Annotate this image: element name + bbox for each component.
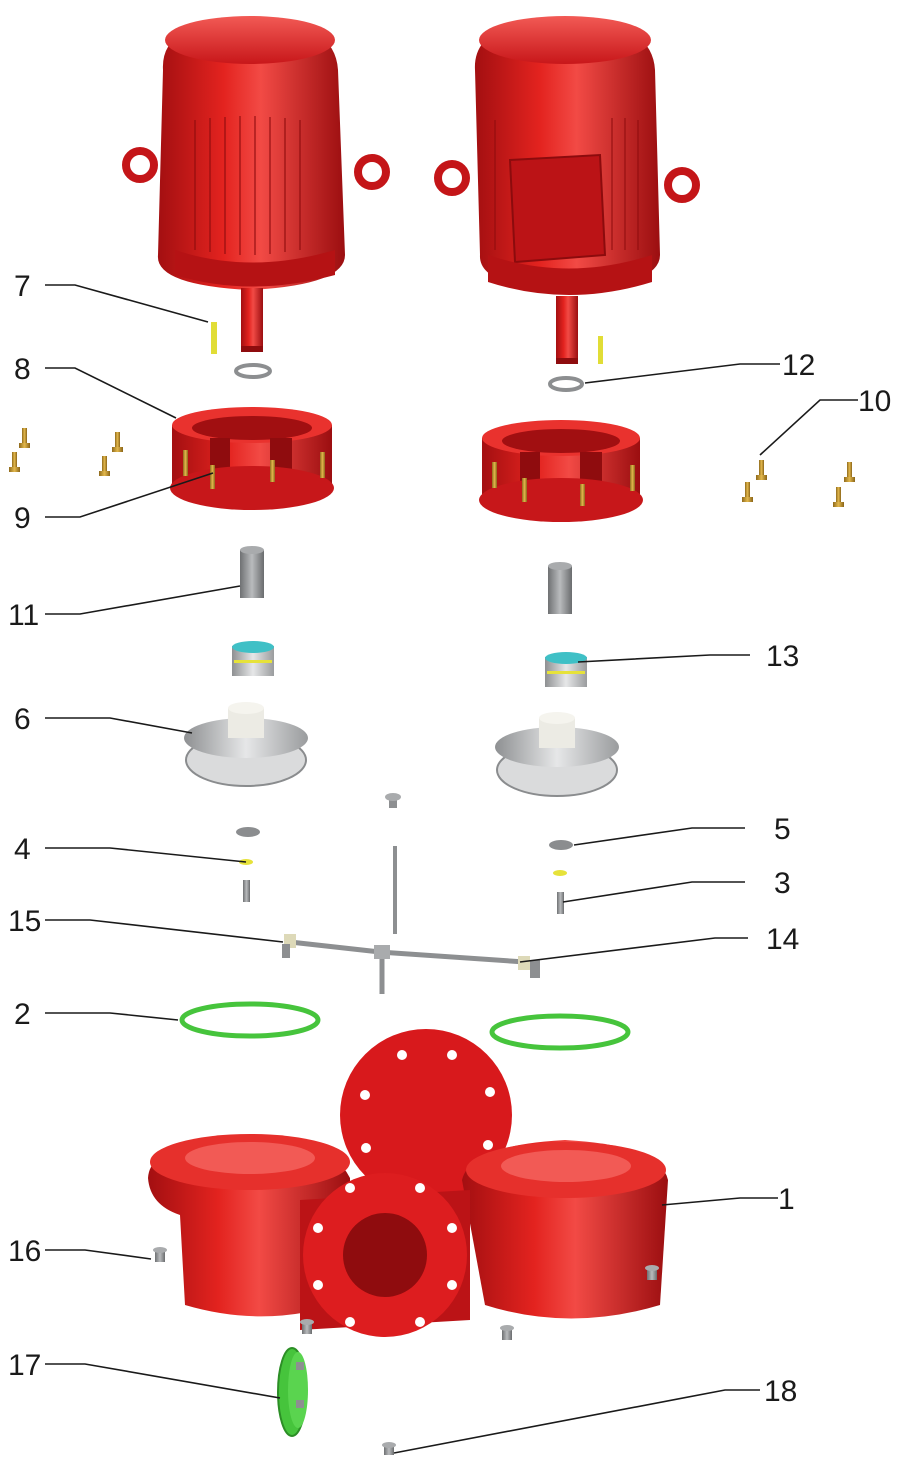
callout-3: 3 [774,867,791,900]
loose-bolts [9,428,855,507]
callout-10: 10 [858,385,891,418]
callout-9: 9 [14,502,31,535]
impeller-fasteners [236,827,573,914]
callout-13: 13 [766,640,799,673]
pump-casing [148,1029,668,1337]
bracket-studs [183,450,635,506]
leader-lines [45,284,858,1454]
drain-plugs [153,1247,659,1455]
callout-12: 12 [782,349,815,382]
washer-left [234,363,272,379]
washer-right [548,376,584,392]
callout-labels: 1 2 3 4 5 6 7 8 9 10 11 12 13 14 15 16 1… [8,270,891,1408]
pipe-fittings [282,934,540,978]
callout-17: 17 [8,1349,41,1382]
callout-2: 2 [14,998,31,1031]
motor-right [434,16,700,364]
callout-18: 18 [764,1375,797,1408]
callout-4: 4 [14,833,31,866]
shaft-sleeves [240,546,572,614]
motor-left [122,16,390,352]
callout-11: 11 [8,599,39,632]
key-left [211,322,217,354]
callout-16: 16 [8,1235,41,1268]
blind-flange [277,1347,308,1437]
impellers [184,702,619,797]
callout-7: 7 [14,270,31,303]
callout-5: 5 [774,813,791,846]
callout-15: 15 [8,905,41,938]
callout-1: 1 [778,1183,795,1216]
callout-8: 8 [14,353,31,386]
motor-bracket-left [170,407,334,510]
bypass-piping [289,939,526,994]
key-right [598,336,603,364]
callout-6: 6 [14,703,31,736]
o-rings [179,1001,631,1051]
mechanical-seals [232,641,587,687]
callout-14: 14 [766,923,799,956]
vent-rod [385,793,401,934]
motor-bracket-right [479,420,643,522]
